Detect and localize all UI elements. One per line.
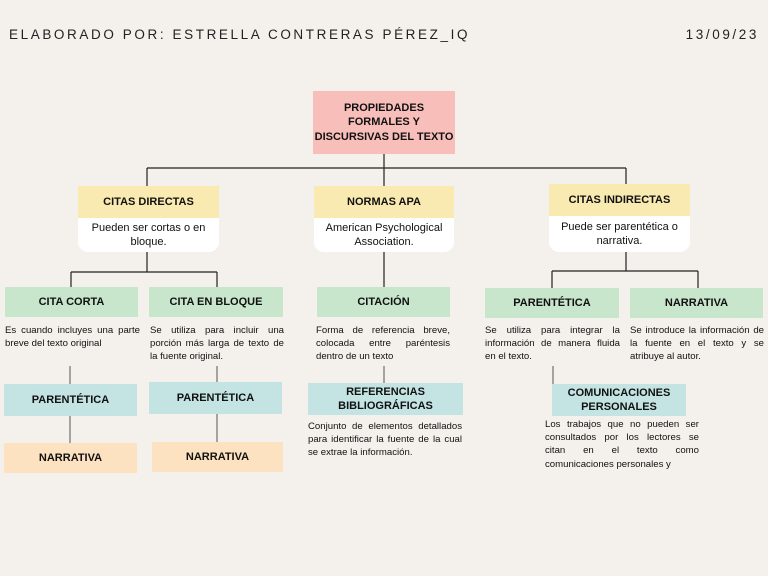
cita-bloque-narrativa-title: NARRATIVA: [185, 450, 250, 463]
citas-directas-subtitle: Pueden ser cortas o en bloque.: [91, 221, 206, 248]
citas-indirectas-title: CITAS INDIRECTAS: [568, 193, 671, 206]
cita-bloque-parentetica-title: PARENTÉTICA: [176, 391, 255, 404]
citas-indirectas-subtitle-box: Puede ser parentética o narrativa.: [549, 216, 690, 252]
cita-corta-narrativa-node: NARRATIVA: [4, 443, 137, 473]
cita-corta-narrativa-title: NARRATIVA: [38, 451, 103, 464]
cita-bloque-parentetica-node: PARENTÉTICA: [149, 382, 282, 414]
normas-apa-title: NORMAS APA: [347, 195, 421, 208]
author-credit: ELABORADO POR: ESTRELLA CONTRERAS PÉREZ_…: [9, 27, 471, 42]
parentetica-title: PARENTÉTICA: [513, 296, 591, 309]
narrativa-node: NARRATIVA: [630, 288, 763, 318]
comunicaciones-node: COMUNICACIONES PERSONALES: [552, 384, 686, 416]
normas-apa-node: NORMAS APA: [314, 186, 454, 218]
narrativa-description: Se introduce la información de la fuente…: [630, 325, 764, 363]
citas-directas-title: CITAS DIRECTAS: [103, 195, 194, 208]
citacion-node: CITACIÓN: [317, 287, 450, 317]
root-node: PROPIEDADES FORMALES Y DISCURSIVAS DEL T…: [313, 91, 455, 154]
comunicaciones-title: COMUNICACIONES PERSONALES: [567, 386, 671, 413]
cita-corta-parentetica-node: PARENTÉTICA: [4, 384, 137, 416]
cita-bloque-narrativa-node: NARRATIVA: [152, 442, 283, 472]
normas-apa-subtitle-box: American Psychological Association.: [314, 218, 454, 252]
parentetica-node: PARENTÉTICA: [485, 288, 619, 318]
cita-bloque-description: Se utiliza para incluir una porción más …: [150, 325, 284, 363]
date-label: 13/09/23: [685, 27, 759, 42]
citas-indirectas-subtitle: Puede ser parentética o narrativa.: [561, 220, 678, 247]
citas-directas-subtitle-box: Pueden ser cortas o en bloque.: [78, 218, 219, 252]
cita-corta-title: CITA CORTA: [38, 295, 105, 308]
referencias-node: REFERENCIAS BIBLIOGRÁFICAS: [308, 383, 463, 415]
referencias-description: Conjunto de elementos detallados para id…: [308, 421, 462, 459]
narrativa-title: NARRATIVA: [664, 296, 729, 309]
cita-corta-node: CITA CORTA: [5, 287, 138, 317]
comunicaciones-description: Los trabajos que no pueden ser consultad…: [545, 419, 699, 470]
parentetica-description: Se utiliza para integrar la información …: [485, 325, 620, 363]
cita-bloque-node: CITA EN BLOQUE: [149, 287, 283, 317]
cita-corta-description: Es cuando incluyes una parte breve del t…: [5, 325, 140, 350]
citacion-description: Forma de referencia breve, colocada entr…: [316, 325, 450, 363]
citas-directas-node: CITAS DIRECTAS: [78, 186, 219, 218]
cita-corta-parentetica-title: PARENTÉTICA: [31, 393, 110, 406]
citacion-title: CITACIÓN: [357, 295, 410, 308]
referencias-title: REFERENCIAS BIBLIOGRÁFICAS: [338, 385, 433, 412]
normas-apa-subtitle: American Psychological Association.: [325, 221, 443, 248]
cita-bloque-title: CITA EN BLOQUE: [169, 295, 263, 308]
root-title: PROPIEDADES FORMALES Y DISCURSIVAS DEL T…: [314, 102, 454, 143]
citas-indirectas-node: CITAS INDIRECTAS: [549, 184, 690, 216]
